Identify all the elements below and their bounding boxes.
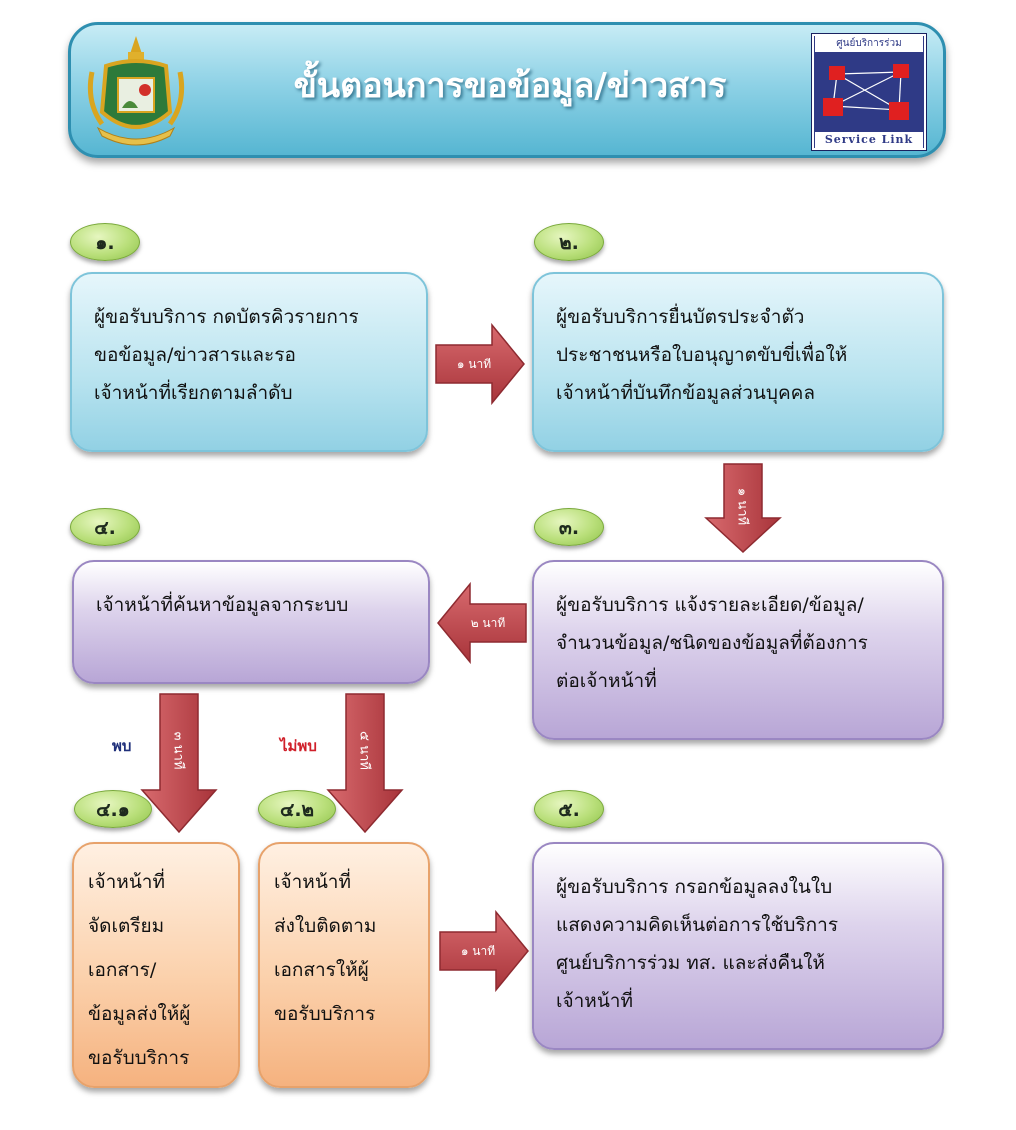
step-4-1-line: ข้อมูลส่งให้ผู้ bbox=[88, 1003, 191, 1025]
step-4-1-line: จัดเตรียม bbox=[88, 915, 165, 937]
step-badge-3: ๓. bbox=[534, 508, 604, 546]
arrow-right-icon bbox=[435, 323, 525, 405]
arrow-2-3-time: ๑ นาที bbox=[734, 487, 750, 526]
step-box-4-2: เจ้าหน้าที่ ส่งใบติดตาม เอกสารให้ผู้ ขอร… bbox=[258, 842, 430, 1088]
step-box-4: เจ้าหน้าที่ค้นหาข้อมูลจากระบบ bbox=[72, 560, 430, 684]
step-3-line: จำนวนข้อมูล/ชนิดของข้อมูลที่ต้องการ bbox=[556, 632, 868, 654]
step-3-line: ผู้ขอรับบริการ แจ้งรายละเอียด/ข้อมูล/ bbox=[556, 594, 864, 616]
arrow-down-icon bbox=[704, 463, 782, 554]
step-badge-1: ๑. bbox=[70, 223, 140, 261]
step-5-line: ศูนย์บริการร่วม ทส. และส่งคืนให้ bbox=[556, 952, 825, 974]
step-4-1-line: ขอรับบริการ bbox=[88, 1047, 190, 1069]
arrow-4-4-2-time: ๕ นาที bbox=[356, 731, 372, 770]
step-4-2-line: เจ้าหน้าที่ bbox=[274, 871, 352, 893]
network-cubes-icon bbox=[823, 64, 909, 120]
step-4-line: เจ้าหน้าที่ค้นหาข้อมูลจากระบบ bbox=[96, 594, 349, 616]
step-5-line: เจ้าหน้าที่ bbox=[556, 990, 634, 1012]
arrow-left-icon bbox=[437, 582, 527, 664]
step-4-1-line: เจ้าหน้าที่ bbox=[88, 871, 166, 893]
step-4-2-line: ส่งใบติดตาม bbox=[274, 915, 377, 937]
step-4-2-line: เอกสารให้ผู้ bbox=[274, 959, 369, 981]
step-5-line: ผู้ขอรับบริการ กรอกข้อมูลลงในใบ bbox=[556, 876, 833, 898]
arrow-3-4-time: ๒ นาที bbox=[470, 616, 506, 630]
step-1-line: ขอข้อมูล/ข่าวสารและรอ bbox=[94, 344, 296, 366]
arrow-4-4-1-time: ๓ นาที bbox=[170, 731, 186, 770]
logo-top-text: ศูนย์บริการร่วม bbox=[815, 36, 923, 52]
step-2-line: ประชาชนหรือใบอนุญาตขับขี่เพื่อให้ bbox=[556, 344, 848, 366]
arrow-down-icon bbox=[326, 693, 404, 834]
arrow-1-2-time: ๑ นาที bbox=[456, 357, 492, 371]
header-banner bbox=[68, 22, 946, 158]
step-badge-2: ๒. bbox=[534, 223, 604, 261]
step-badge-4-1: ๔.๑ bbox=[74, 790, 152, 828]
step-1-line: เจ้าหน้าที่เรียกตามลำดับ bbox=[94, 382, 293, 404]
step-4-1-line: เอกสาร/ bbox=[88, 959, 157, 981]
service-link-logo bbox=[812, 34, 926, 150]
step-badge-4-2: ๔.๒ bbox=[258, 790, 336, 828]
step-5-line: แสดงความคิดเห็นต่อการใช้บริการ bbox=[556, 914, 839, 936]
branch-label-found: พบ bbox=[112, 737, 132, 755]
step-badge-4: ๔. bbox=[70, 508, 140, 546]
arrow-right-icon bbox=[439, 910, 529, 992]
step-box-4-1: เจ้าหน้าที่ จัดเตรียม เอกสาร/ ข้อมูลส่งใ… bbox=[72, 842, 240, 1088]
arrow-down-icon bbox=[140, 693, 218, 834]
step-badge-5: ๕. bbox=[534, 790, 604, 828]
step-box-5: ผู้ขอรับบริการ กรอกข้อมูลลงในใบ แสดงความ… bbox=[532, 842, 944, 1050]
step-box-2: ผู้ขอรับบริการยื่นบัตรประจำตัว ประชาชนหร… bbox=[532, 272, 944, 452]
step-box-1: ผู้ขอรับบริการ กดบัตรคิวรายการ ขอข้อมูล/… bbox=[70, 272, 428, 452]
logo-bottom-text: Service Link bbox=[815, 132, 923, 148]
step-3-line: ต่อเจ้าหน้าที่ bbox=[556, 670, 657, 692]
page-title: ขั้นตอนการขอข้อมูล/ข่าวสาร bbox=[293, 66, 727, 106]
step-1-line: ผู้ขอรับบริการ กดบัตรคิวรายการ bbox=[94, 306, 359, 328]
step-2-line: ผู้ขอรับบริการยื่นบัตรประจำตัว bbox=[556, 306, 805, 328]
branch-label-not-found: ไม่พบ bbox=[280, 737, 317, 755]
step-4-2-line: ขอรับบริการ bbox=[274, 1003, 376, 1025]
step-2-line: เจ้าหน้าที่บันทึกข้อมูลส่วนบุคคล bbox=[556, 382, 816, 404]
arrow-4-2-5-time: ๑ นาที bbox=[460, 944, 496, 958]
government-emblem-icon bbox=[87, 36, 185, 146]
step-box-3: ผู้ขอรับบริการ แจ้งรายละเอียด/ข้อมูล/ จำ… bbox=[532, 560, 944, 740]
